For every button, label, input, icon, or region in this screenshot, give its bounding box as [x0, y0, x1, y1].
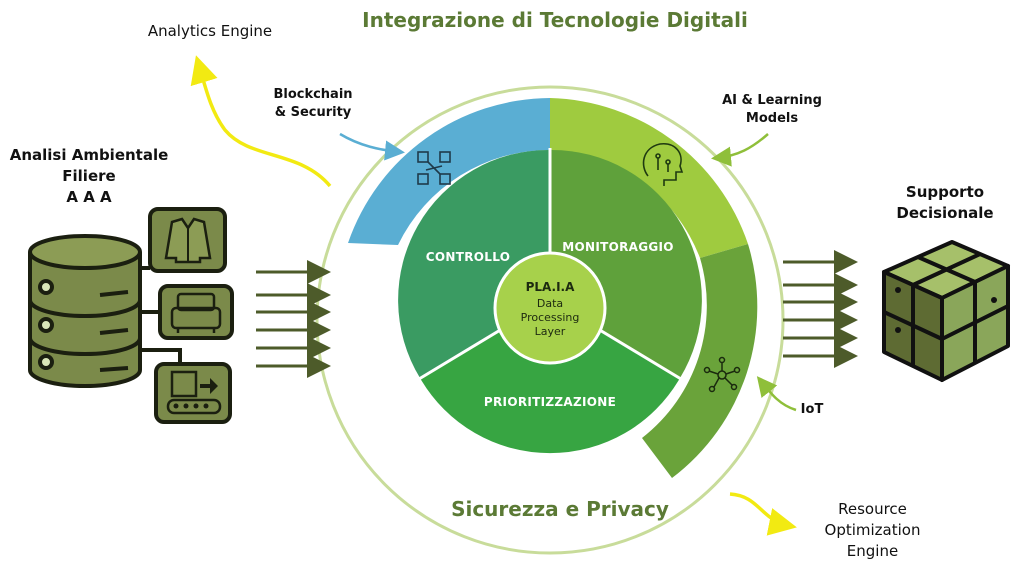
prioritizzazione-segment	[420, 300, 680, 454]
blockchain-label-line-2: & Security	[274, 105, 352, 120]
resource-line-2: Optimization	[824, 521, 921, 539]
blockchain-arc	[348, 98, 550, 245]
core-title: PLA.I.A	[525, 280, 575, 294]
right-heading-line-2: Decisionale	[896, 204, 994, 222]
resource-line-1: Resource	[838, 500, 907, 518]
ai-label-line-2: Models	[745, 111, 799, 126]
diagram-title: Integrazione di Tecnologie Digitali	[362, 8, 748, 32]
blockchain-label: Blockchain & Security	[258, 86, 368, 122]
input-arrows	[256, 260, 331, 378]
iot-label: IoT	[800, 402, 824, 417]
blockchain-icon	[417, 151, 451, 185]
ai-label-line-1: AI & Learning	[722, 93, 822, 108]
ai-arc	[550, 98, 748, 258]
right-heading-line-1: Supporto	[905, 183, 985, 201]
jacket-icon	[148, 207, 227, 273]
core-line-1: Data	[536, 297, 564, 310]
iot-arc	[642, 244, 758, 478]
iot-arrow	[756, 376, 797, 412]
resource-arrow	[729, 492, 797, 536]
blockchain-label-line-1: Blockchain	[273, 87, 353, 102]
left-heading-line-2: Filiere	[62, 167, 116, 185]
left-heading: Analisi Ambientale Filiere A A A	[0, 145, 178, 208]
core-line-3: Layer	[534, 325, 566, 338]
core-line-2: Processing	[520, 311, 580, 324]
analytics-engine-label: Analytics Engine	[147, 22, 273, 40]
right-heading: Supporto Decisionale	[870, 182, 1020, 224]
left-heading-line-3: A A A	[66, 188, 112, 206]
output-arrows	[783, 250, 858, 368]
resource-line-3: Engine	[846, 542, 899, 560]
ai-arrow	[711, 133, 769, 167]
prioritizzazione-label: PRIORITIZZAZIONE	[483, 395, 617, 409]
controllo-label: CONTROLLO	[425, 250, 511, 264]
left-heading-line-1: Analisi Ambientale	[9, 146, 169, 164]
database-icon	[28, 234, 182, 388]
monitoraggio-label: MONITORAGGIO	[562, 240, 674, 254]
iot-network-icon	[703, 356, 741, 393]
ai-brain-icon	[642, 143, 684, 186]
resource-engine-label: Resource Optimization Engine	[800, 499, 945, 562]
ai-label: AI & Learning Models	[710, 92, 834, 128]
cube-icon	[882, 240, 1010, 382]
conveyor-box-icon	[154, 362, 232, 424]
blockchain-arrow	[339, 132, 405, 161]
bottom-title: Sicurezza e Privacy	[451, 497, 669, 521]
core-circle	[493, 251, 607, 365]
sofa-icon	[158, 284, 234, 340]
core-label: PLA.I.A Data Processing Layer	[500, 280, 600, 339]
analytics-arrow	[190, 55, 332, 188]
